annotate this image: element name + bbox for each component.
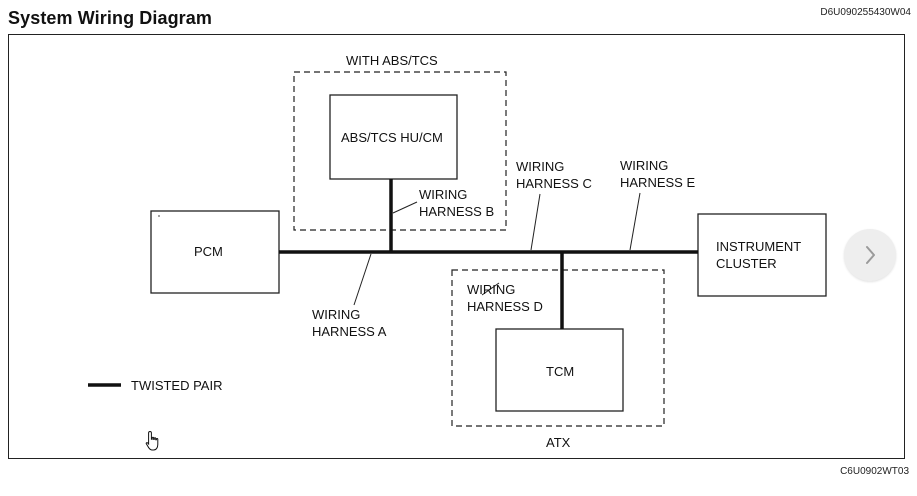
page-title: System Wiring Diagram [8,8,212,28]
next-button[interactable] [844,229,896,281]
abs-tcs-module-box [329,94,458,180]
pcm-module-label: PCM [194,244,223,259]
instrument-cluster-label-line1: INSTRUMENT [716,239,801,254]
abs-tcs-module-label: ABS/TCS HU/CM [341,130,443,145]
harness-a-label-line2: HARNESS A [312,324,387,339]
harness-d-label-line2: HARNESS D [467,299,543,314]
harness-d-label-line1: WIRING [467,282,515,297]
harness-e-label-line1: WIRING [620,158,668,173]
abs-tcs-group-label: WITH ABS/TCS [346,53,438,68]
harness-c-leader [530,193,541,251]
harness-a-leader [353,253,372,306]
instrument-cluster-box [697,213,827,297]
harness-b-label-line1: WIRING [419,187,467,202]
chevron-right-icon [866,246,875,264]
instrument-cluster-label-line2: CLUSTER [716,256,777,271]
harness-e-leader [629,192,641,251]
tcm-module-box [495,328,624,412]
twisted-pair-legend-label: TWISTED PAIR [131,378,222,393]
harness-b-leader [392,201,418,214]
diagram-frame [8,34,905,459]
harness-c-label-line1: WIRING [516,159,564,174]
harness-b-label-line2: HARNESS B [419,204,494,219]
figure-code: C6U0902WT03 [840,466,909,477]
harness-a-label-line1: WIRING [312,307,360,322]
abs-tcs-group-box [293,71,507,231]
tcm-module-label: TCM [546,364,574,379]
harness-c-label-line2: HARNESS C [516,176,592,191]
atx-group-box [451,269,665,427]
document-code: D6U090255430W04 [820,7,911,18]
hand-pointer-icon [145,430,159,451]
harness-e-label-line2: HARNESS E [620,175,695,190]
harness-d-leader [481,282,500,296]
atx-group-label: ATX [546,435,571,450]
